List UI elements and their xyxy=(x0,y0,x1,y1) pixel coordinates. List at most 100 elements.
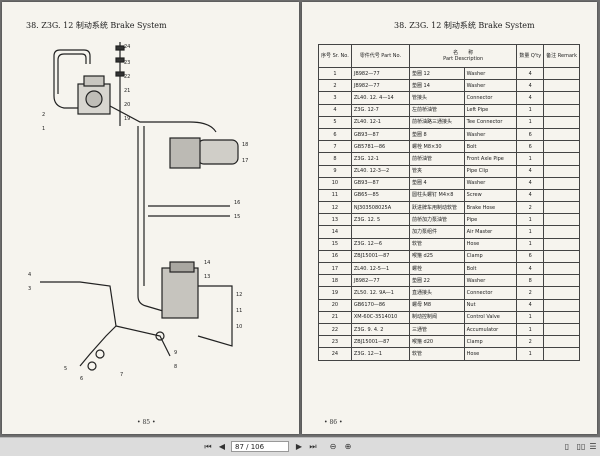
callout-label: 11 xyxy=(236,308,242,314)
cell-desc-cn: 垫圈 4 xyxy=(408,176,465,190)
cell-qty: 6 xyxy=(516,140,545,154)
callout-label: 15 xyxy=(234,214,240,220)
cell-remark xyxy=(543,188,580,203)
callout-label: 18 xyxy=(242,142,248,148)
header-part-no: 零件代号 Part No. xyxy=(350,44,410,68)
callout-label: 22 xyxy=(124,74,130,80)
cell-part-no: GB93—87 xyxy=(350,176,410,190)
cell-desc-cn: 软管 xyxy=(408,347,465,361)
cell-desc-en: Hose xyxy=(463,237,518,251)
cell-no: 7 xyxy=(318,140,352,154)
cell-part-no: ZL40. 12-3—2 xyxy=(350,164,410,178)
zoom-out-icon[interactable]: ⊖ xyxy=(329,442,337,451)
cell-remark xyxy=(543,152,580,166)
cell-qty: 2 xyxy=(516,335,545,349)
cell-remark xyxy=(543,79,580,93)
cell-desc-en: Bolt xyxy=(463,140,518,154)
cell-qty: 1 xyxy=(516,310,545,324)
right-page: 38. Z3G. 12 制动系统 Brake System 序号 Sr. No.… xyxy=(302,2,597,434)
cell-desc-cn: 螺栓 xyxy=(408,261,465,276)
cell-desc-en: Front Axle Pipe xyxy=(463,152,518,166)
cell-part-no: ZBJ15001—87 xyxy=(350,249,410,264)
cell-desc-cn: 垫圈 14 xyxy=(408,79,465,93)
cell-qty: 4 xyxy=(516,91,545,105)
cell-qty: 2 xyxy=(516,286,545,300)
cell-desc-en: Washer xyxy=(463,176,518,190)
cell-qty: 1 xyxy=(516,152,545,166)
cell-part-no: ZL40. 12. 4—14 xyxy=(350,91,410,105)
callout-label: 16 xyxy=(234,200,240,206)
cell-desc-en: Connector xyxy=(463,91,518,105)
cell-remark xyxy=(543,201,580,215)
previous-page-icon[interactable]: ◀ xyxy=(218,442,226,451)
cell-part-no: JB982—77 xyxy=(350,79,410,93)
cell-remark xyxy=(543,91,580,105)
cell-part-no: XM-60C-3514010 xyxy=(350,310,410,324)
cell-no: 14 xyxy=(318,225,352,239)
cell-qty: 6 xyxy=(516,127,545,142)
zoom-in-icon[interactable]: ⊕ xyxy=(344,442,352,451)
callout-label: 17 xyxy=(242,158,248,164)
cell-no: 11 xyxy=(318,188,352,203)
cell-no: 10 xyxy=(318,176,352,190)
cell-qty: 1 xyxy=(516,322,545,337)
cell-no: 19 xyxy=(318,286,352,300)
callout-label: 19 xyxy=(124,116,130,122)
cell-desc-cn: 垫圈 22 xyxy=(408,274,465,288)
right-page-title: 38. Z3G. 12 制动系统 Brake System xyxy=(394,21,535,30)
cell-desc-en: Screw xyxy=(463,188,518,203)
cell-qty: 1 xyxy=(516,213,545,227)
cell-remark xyxy=(543,103,580,117)
cell-desc-cn: 跃进牌车用制动软管 xyxy=(408,201,465,215)
cell-desc-cn: 管夹 xyxy=(408,164,465,178)
cell-desc-cn: 左前桥油管 xyxy=(408,103,465,117)
cell-qty: 8 xyxy=(516,274,545,288)
cell-desc-en: Air Master xyxy=(463,225,518,239)
callout-label: 2 xyxy=(42,112,45,118)
cell-desc-en: Washer xyxy=(463,127,518,142)
cell-desc-cn: 软管 xyxy=(408,237,465,251)
first-page-icon[interactable]: ⏮ xyxy=(204,441,212,451)
cell-qty: 4 xyxy=(516,164,545,178)
cell-desc-en: Washer xyxy=(463,79,518,93)
cell-remark xyxy=(543,176,580,190)
cell-qty: 4 xyxy=(516,66,545,81)
two-page-view-icon[interactable]: ▯▯ xyxy=(576,442,586,451)
header-desc-cn: 名 称 xyxy=(453,50,474,56)
header-remark: 备注 Remark xyxy=(543,44,580,68)
cell-desc-en: Hose xyxy=(463,347,518,361)
brake-system-diagram: 24 23 22 21 20 19 18 17 16 15 14 13 12 1… xyxy=(28,42,248,382)
cell-no: 23 xyxy=(318,335,352,349)
single-page-view-icon[interactable]: ▯ xyxy=(564,442,570,451)
callout-label: 5 xyxy=(64,366,67,372)
page-number-input[interactable]: 87 / 106 xyxy=(231,441,289,452)
cell-qty: 4 xyxy=(516,79,545,93)
continuous-view-icon[interactable]: ☰ xyxy=(589,442,597,451)
cell-remark xyxy=(543,347,580,361)
header-qty: 数量 Q'ty xyxy=(516,44,545,68)
next-page-icon[interactable]: ▶ xyxy=(295,442,303,451)
last-page-icon[interactable]: ⏭ xyxy=(309,441,317,451)
cell-no: 5 xyxy=(318,115,352,129)
cell-desc-cn: 前桥油管 xyxy=(408,152,465,166)
cell-no: 12 xyxy=(318,201,352,215)
cell-no: 20 xyxy=(318,298,352,312)
cell-part-no: JB982—77 xyxy=(350,66,410,81)
cell-no: 9 xyxy=(318,164,352,178)
cell-remark xyxy=(543,164,580,178)
cell-desc-en: Left Pipe xyxy=(463,103,518,117)
cell-desc-cn: 圆柱头螺钉 M4×8 xyxy=(408,188,465,203)
cell-part-no: GB6170—86 xyxy=(350,298,410,312)
document-viewport[interactable]: 38. Z3G. 12 制动系统 Brake System xyxy=(0,0,600,437)
cell-desc-cn: 螺母 M8 xyxy=(408,298,465,312)
